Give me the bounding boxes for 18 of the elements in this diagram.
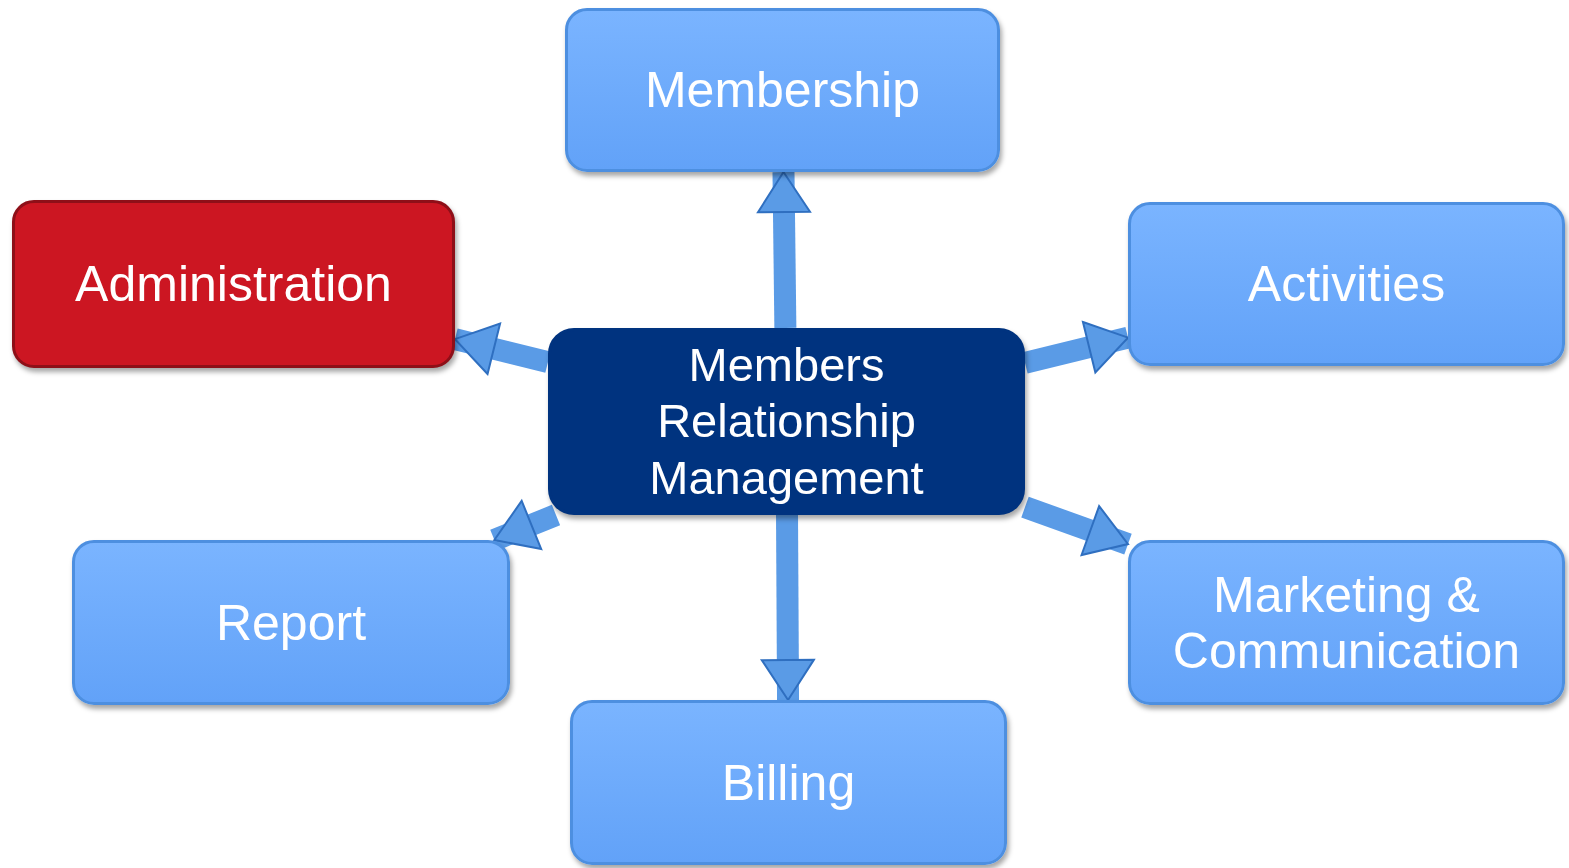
central-box [548,328,1025,515]
box-label: Activities [1246,256,1447,312]
process-box [570,700,1007,865]
box-label: Membership [643,62,922,118]
process-box [72,540,510,705]
highlighted-box [12,200,455,368]
box-label: Report [214,594,368,651]
process-box [1128,202,1565,366]
process-box [1128,540,1565,705]
block-arrow [760,514,815,701]
process-box [565,8,1000,172]
block-arrow [1021,496,1132,557]
box-label: Members Relationship Management [648,336,925,506]
box-label: Marketing & Communication [1171,566,1522,679]
block-arrow [490,499,561,551]
block-arrow [756,171,811,329]
box-label: Billing [720,754,857,811]
box-label: Administration [74,256,393,312]
